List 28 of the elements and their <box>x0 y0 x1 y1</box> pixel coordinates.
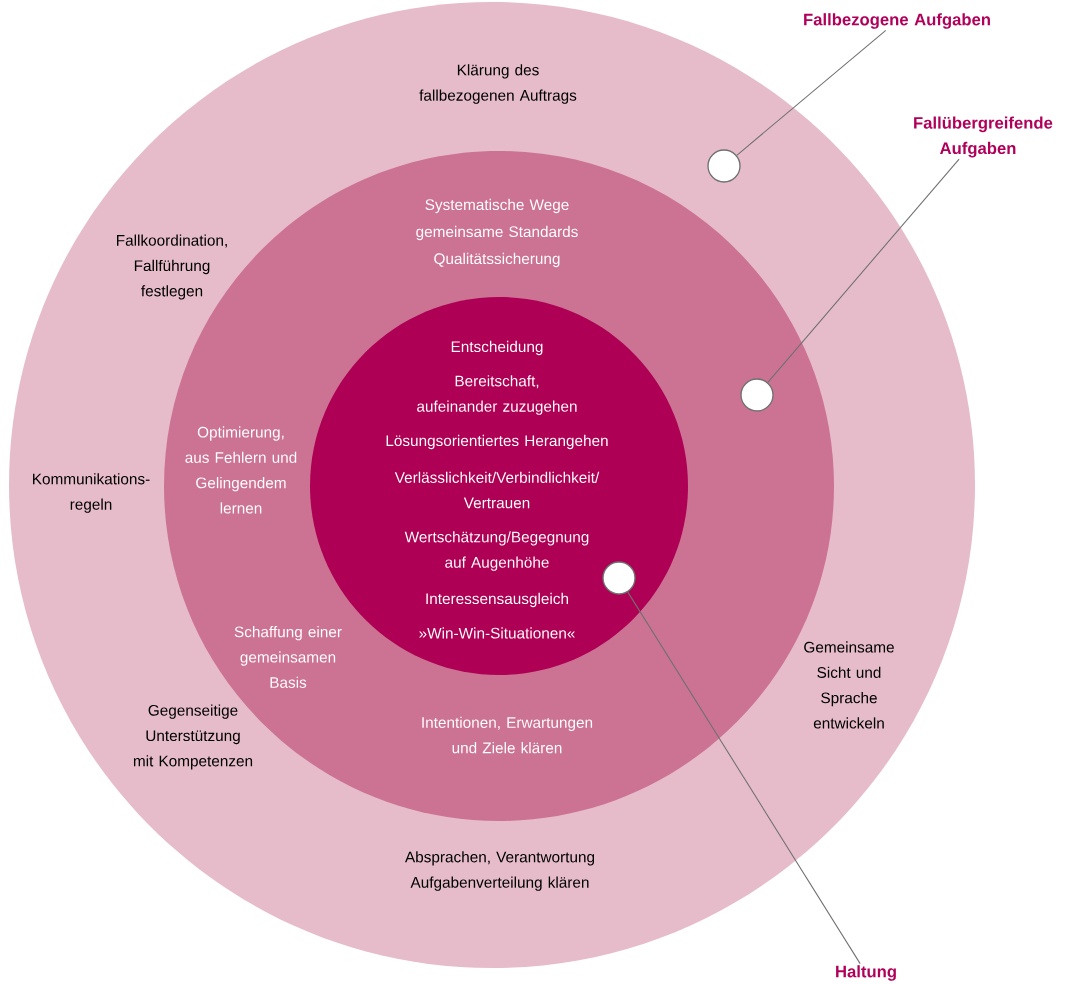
ring-label: Lösungsorientiertes Herangehen <box>386 434 608 450</box>
callout-label: Fallbezogene Aufgaben <box>804 13 990 29</box>
callout-label: Haltung <box>836 965 896 981</box>
ring-label: Bereitschaft, aufeinander zuzugehen <box>417 375 577 415</box>
marker-circle <box>602 561 636 595</box>
ring-label: Kommunikations-regeln <box>33 473 150 513</box>
ring-label: Gegenseitige Unterstützung mit Kompetenzen <box>133 704 253 770</box>
ring-label: Wertschätzung/Begegnung auf Augenhöhe <box>404 531 589 571</box>
ring-label: Optimierung, aus Fehlern und Gelingendem lernen <box>185 426 297 514</box>
ring-label: Verlässlichkeit/Verbindlichkeit/ Vertrauen <box>394 471 600 509</box>
ring-label: »Win-Win-Situationen« <box>419 627 575 639</box>
leader-line <box>767 158 960 383</box>
ring-label: Schaffung einer gemeinsamen Basis <box>234 626 342 688</box>
callout-label: Fallübergreifende Aufgaben <box>914 116 1053 158</box>
leader-line <box>736 29 887 156</box>
marker-circle <box>707 149 741 183</box>
ring-label: gemeinsame Standards <box>416 225 578 241</box>
ring-label: Entscheidung <box>451 340 543 356</box>
ring-label: Interessensausgleich <box>426 592 568 608</box>
ring-label: Absprachen, Verantwortung Aufgabenverteilung klären <box>405 851 595 891</box>
leader-line <box>627 591 861 965</box>
ring-label: Qualitätssicherung <box>434 252 560 268</box>
ring-label: Systematische Wege <box>425 198 569 214</box>
ring-label: Gemeinsame Sicht und Sprache entwickeln <box>804 641 894 729</box>
ring-label: Intentionen, Erwartungen und Ziele klären <box>422 716 593 754</box>
ring-label: Fallkoordination, Fallführung festlegen <box>117 234 227 300</box>
ring-label: Klärung des fallbezogenen Auftrags <box>419 64 577 104</box>
marker-circle <box>740 378 774 412</box>
